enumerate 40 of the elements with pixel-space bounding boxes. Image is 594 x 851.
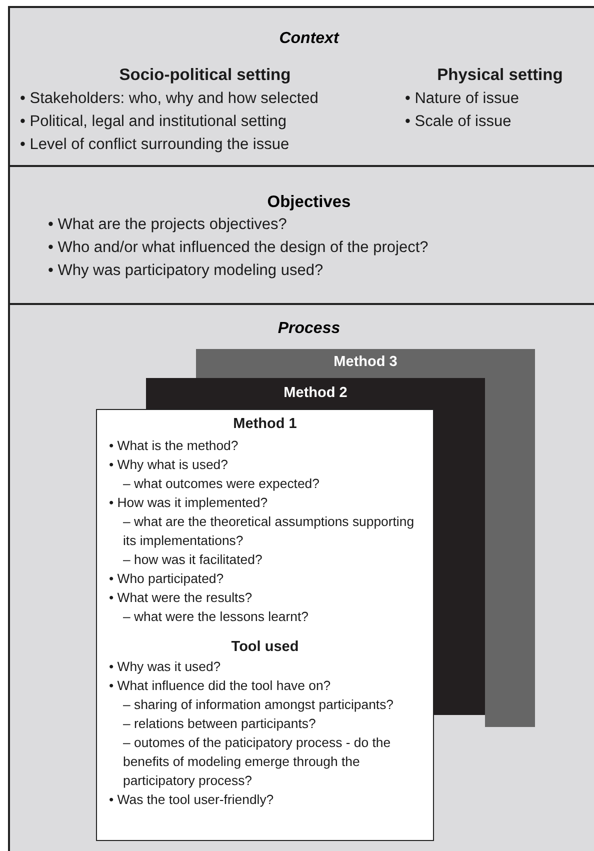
sub-question: – sharing of information amongst participants? (122, 696, 394, 714)
bullet-item: • Scale of issue (405, 112, 512, 132)
sub-question: – outomes of the paticipatory process - do the benefits of modeling emerge through the participatory process? (122, 734, 392, 790)
sub-question: – what are the theoretical assumptions supporting its implementations? (122, 513, 416, 550)
bullet-item: • Who participated? (109, 570, 225, 588)
bullet-item: • What influence did the tool have on? (109, 677, 332, 695)
method-card (96, 409, 434, 841)
bullet-item: • Why was it used? (109, 658, 222, 676)
bullet-item: • Why was participatory modeling used? (48, 261, 324, 281)
bullet-item: • Was the tool user-friendly? (109, 791, 275, 809)
subheading: Physical setting (436, 65, 564, 86)
bullet-item: • What are the projects objectives? (48, 215, 288, 235)
stacked-card-edge (434, 409, 485, 715)
bullet-item: • Political, legal and institutional setting (20, 112, 288, 132)
bullet-item: • How was it implemented? (109, 494, 269, 512)
subheading: Socio-political setting (118, 65, 292, 86)
bullet-item: • What were the results? (109, 589, 254, 607)
subheading: Tool used (230, 638, 300, 657)
bullet-item: • Stakeholders: who, why and how selected (20, 89, 320, 109)
method-card (196, 349, 535, 378)
bullet-item: • Why what is used? (109, 456, 229, 474)
sub-question: – relations between participants? (122, 715, 317, 733)
sub-question: – what were the lessons learnt? (122, 608, 310, 626)
sub-question: – how was it facilitated? (122, 551, 264, 569)
heading: Process (276, 320, 342, 338)
context-band (8, 6, 594, 167)
bullet-item: • Level of conflict surrounding the issue (20, 135, 290, 155)
heading: Method 3 (332, 354, 398, 370)
bullet-item: • Who and/or what influenced the design of the project? (48, 238, 430, 258)
sub-question: – what outcomes were expected? (122, 475, 320, 493)
process-band (8, 303, 594, 851)
heading: Method 2 (282, 385, 348, 401)
stacked-card-edge (485, 378, 535, 727)
heading: Method 1 (232, 416, 298, 432)
bullet-item: • What is the method? (109, 437, 240, 455)
heading: Objectives (266, 193, 352, 212)
bullet-item: • Nature of issue (405, 89, 520, 109)
method-card (146, 378, 485, 409)
objectives-band (8, 165, 594, 305)
heading: Context (278, 30, 340, 48)
